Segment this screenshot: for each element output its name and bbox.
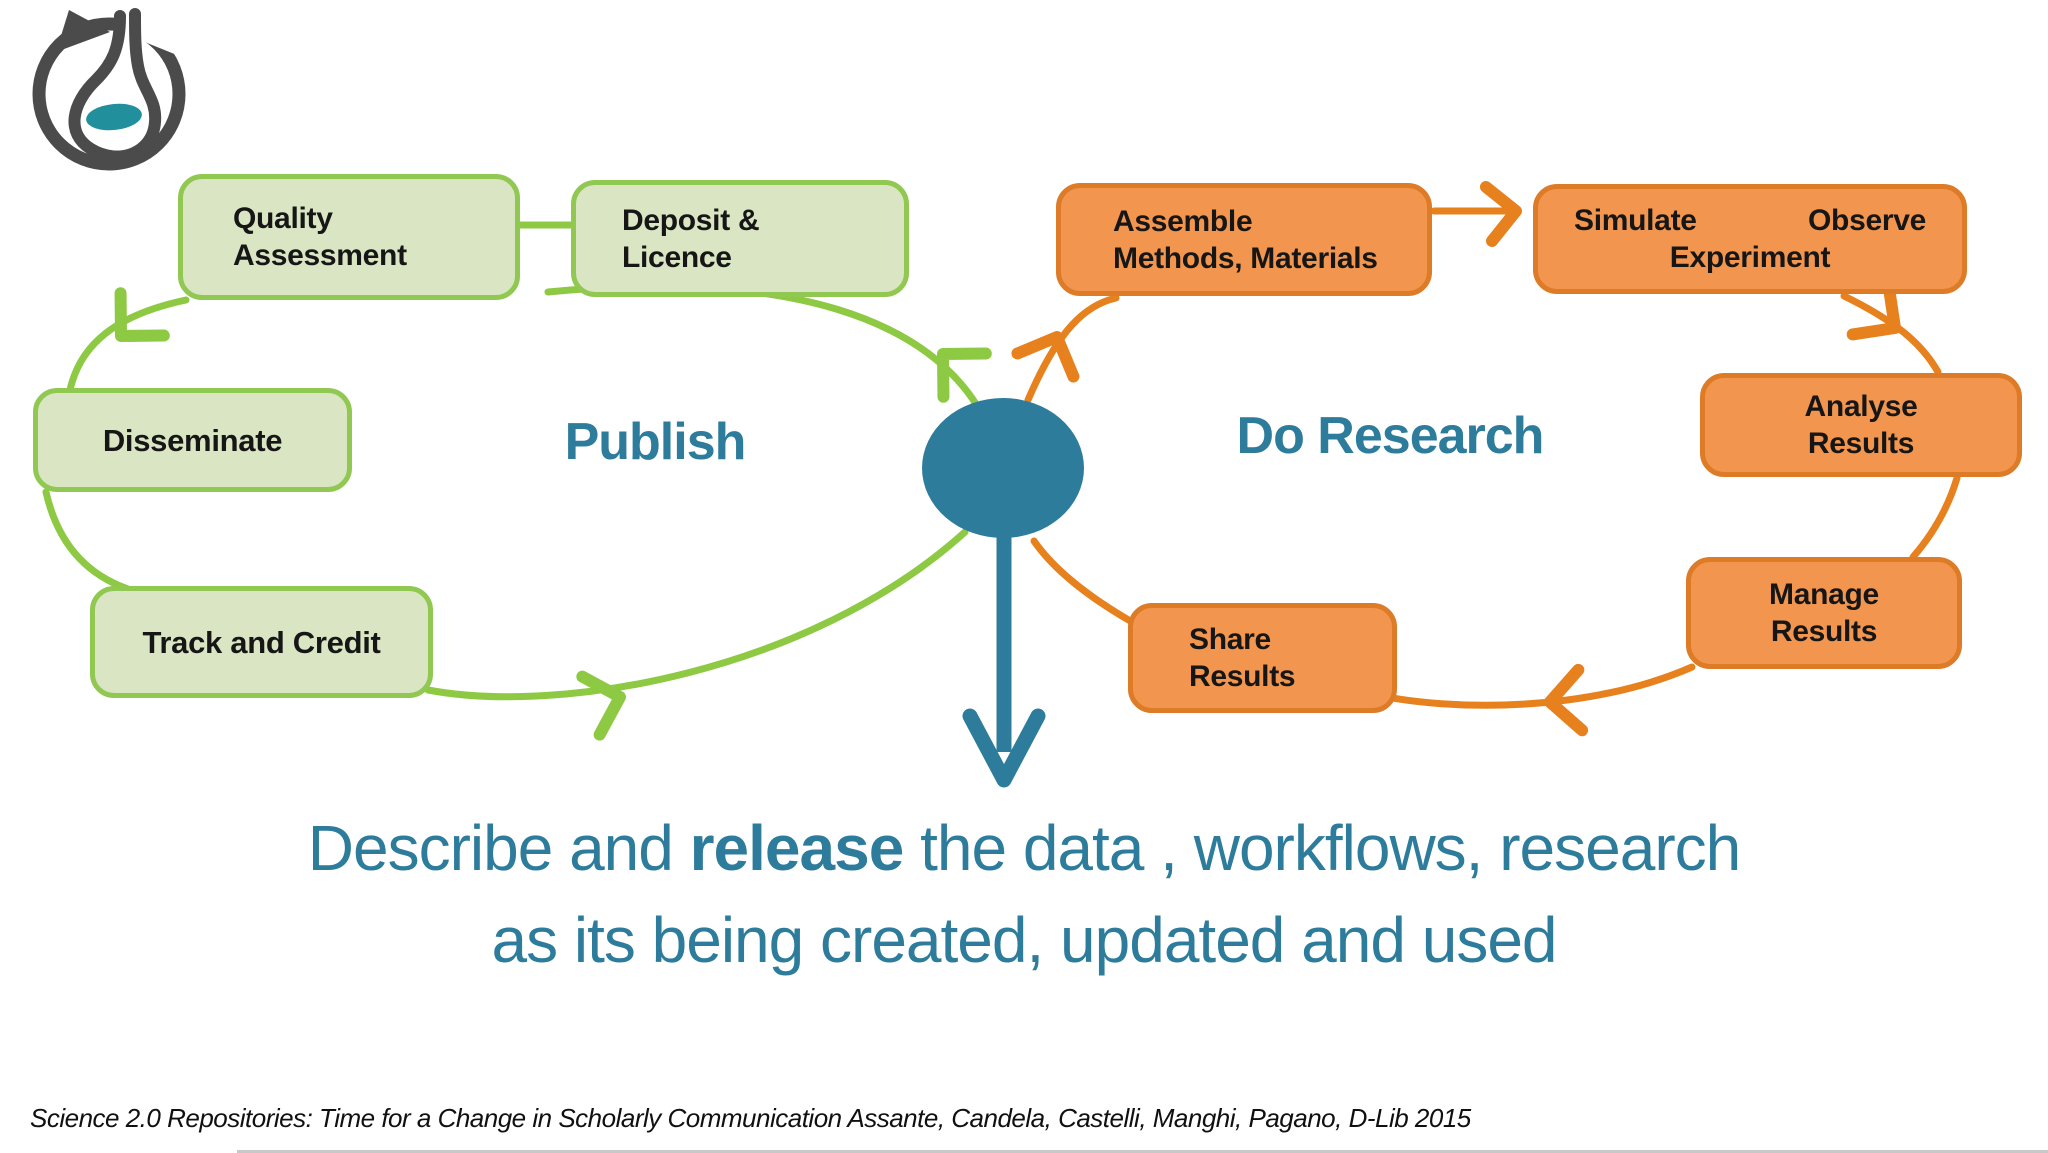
green-curve-quality-to-disseminate (66, 296, 190, 394)
green-curve-center-to-top (544, 283, 980, 408)
observe-label: Observe (1808, 204, 1926, 237)
flask-cycle-logo-icon (32, 6, 189, 171)
simulate-label: Simulate (1574, 204, 1697, 237)
green-arrowhead-right-icon (576, 670, 626, 741)
orange-arrowhead-left-icon (1544, 663, 1589, 737)
do-research-cycle-title: Do Research (1236, 407, 1545, 465)
release-down-arrow-icon (962, 524, 1046, 788)
orange-curve-share-to-center (1030, 537, 1136, 626)
repository-hub-circle (922, 398, 1084, 538)
box-track-and-credit-label: Track and Credit (142, 624, 381, 660)
box-manage-results: Manage Results (1686, 557, 1962, 669)
headline-line1-bold-release: release (689, 812, 905, 884)
box-share-results: Share Results (1128, 603, 1397, 713)
experiment-label: Experiment (1669, 241, 1831, 274)
box-simulate-observe-experiment: Simulate Observe Experiment (1533, 184, 1967, 294)
orange-curve-analyse-to-manage (1909, 474, 1961, 561)
box-manage-results-label: Manage Results (1769, 578, 1879, 648)
research-loop-arrows (1011, 181, 1961, 737)
orange-curve-manage-to-share (1368, 663, 1696, 709)
headline-line1-suffix: the data , workflows, research (903, 812, 1741, 884)
citation-text: Science 2.0 Repositories: Time for a Cha… (30, 1103, 1471, 1133)
box-quality-assessment-label: Quality Assessment (233, 202, 407, 272)
orange-arrowhead-down-right-icon (1846, 279, 1901, 341)
green-arrowhead-down-left-icon (114, 287, 170, 342)
orange-curve-center-to-assemble (1024, 294, 1120, 404)
box-assemble-methods-materials: Assemble Methods, Materials (1056, 183, 1432, 296)
orange-arrowhead-right-icon (1480, 181, 1522, 247)
box-analyse-results-label: Analyse Results (1804, 390, 1918, 460)
box-share-results-label: Share Results (1189, 623, 1296, 693)
headline-text: Describe and release the data , workflow… (0, 802, 2048, 986)
orange-arrowhead-up-right-icon (1011, 331, 1080, 383)
box-deposit-licence-label: Deposit & Licence (622, 203, 760, 274)
box-disseminate: Disseminate (33, 388, 352, 492)
orange-curve-simulate-to-analyse (1840, 292, 1942, 376)
box-track-and-credit: Track and Credit (90, 586, 433, 698)
slide-bottom-edge (237, 1150, 2048, 1153)
publish-cycle-title: Publish (564, 413, 747, 471)
simulate-observe-row: Simulate Observe (1574, 202, 1926, 239)
headline-line2: as its being created, updated and used (491, 904, 1557, 976)
box-quality-assessment: Quality Assessment (178, 174, 520, 300)
green-curve-track-to-center (424, 528, 969, 701)
box-analyse-results: Analyse Results (1700, 373, 2022, 477)
headline-line1: Describe and release the data , workflow… (0, 802, 2048, 894)
green-curve-disseminate-to-track (42, 488, 132, 593)
green-arrowhead-up-left-icon (937, 347, 992, 403)
box-assemble-label: Assemble Methods, Materials (1113, 204, 1378, 275)
box-deposit-licence: Deposit & Licence (571, 180, 909, 297)
box-disseminate-label: Disseminate (102, 422, 283, 458)
headline-line1-prefix: Describe and (307, 812, 690, 884)
